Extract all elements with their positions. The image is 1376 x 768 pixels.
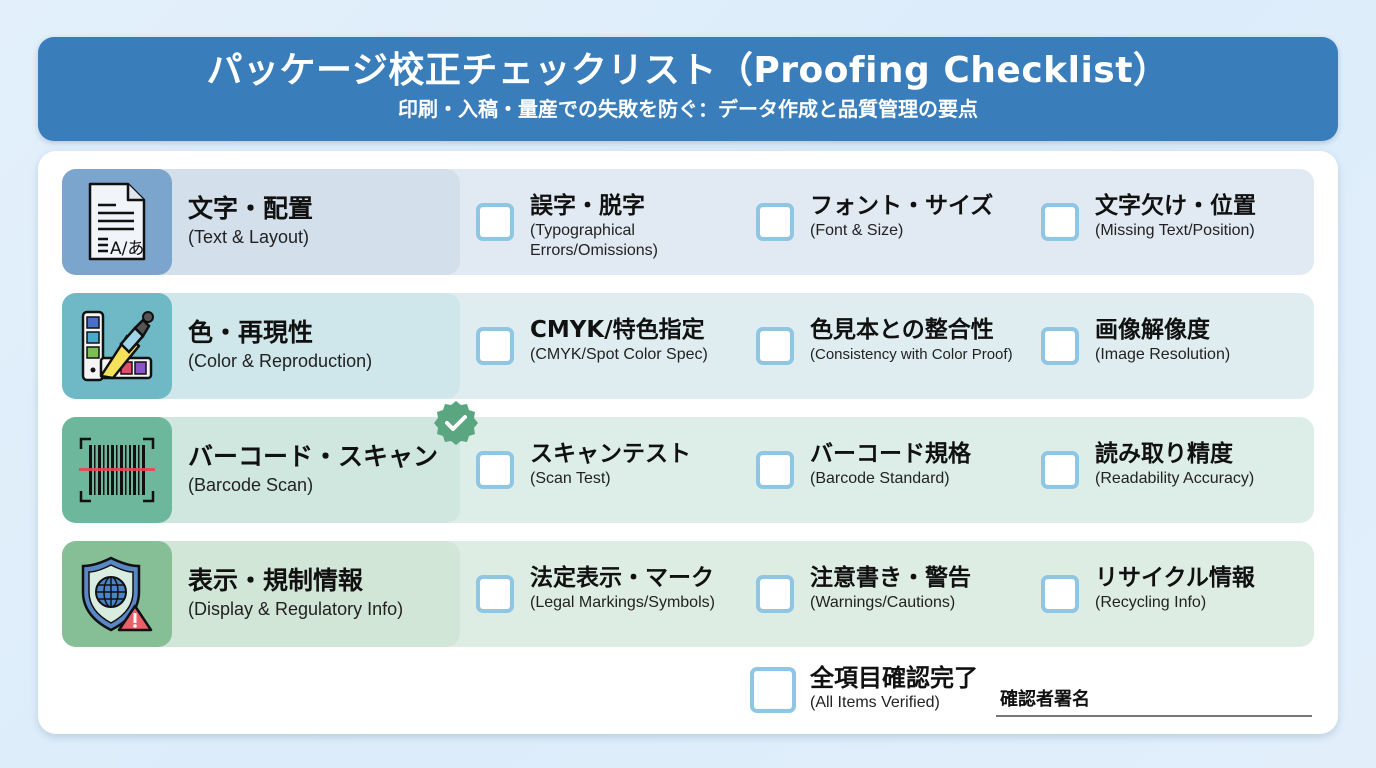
all-verified-checkbox[interactable] [750, 667, 796, 713]
checkbox[interactable] [1041, 327, 1079, 365]
item-label-en: (CMYK/Spot Color Spec) [530, 346, 708, 363]
item-label-jp: 読み取り精度 [1095, 441, 1233, 467]
checkbox[interactable] [756, 451, 794, 489]
row-color: 色・再現性 (Color & Reproduction) CMYK/特色指定 (… [62, 293, 1314, 399]
signature-field[interactable]: 確認者署名 [996, 687, 1312, 717]
row-barcode: バーコード・スキャン (Barcode Scan) スキャンテスト (Scan … [62, 417, 1314, 523]
item-label-en: (Recycling Info) [1095, 594, 1207, 611]
item-label-jp: 法定表示・マーク [530, 565, 714, 591]
color-palette-icon [62, 293, 172, 399]
item-label-jp: CMYK/特色指定 [530, 317, 705, 343]
item-label-en: (Font & Size) [810, 222, 904, 239]
document-text-icon: A/あ [62, 169, 172, 275]
checkbox[interactable] [476, 575, 514, 613]
item-label-jp: 色見本との整合性 [810, 317, 994, 343]
item-label-jp: フォント・サイズ [810, 193, 994, 219]
page-header: パッケージ校正チェックリスト（Proofing Checklist） 印刷・入稿… [38, 37, 1338, 141]
checkbox[interactable] [1041, 451, 1079, 489]
category-title-en: (Color & Reproduction) [188, 351, 373, 371]
checkbox[interactable] [756, 327, 794, 365]
item-label-jp: 誤字・脱字 [530, 193, 645, 219]
page-subtitle: 印刷・入稿・量産での失敗を防ぐ：データ作成と品質管理の要点 [398, 97, 978, 121]
item-label-en: (Typographical [530, 222, 635, 239]
checklist-card: A/あ 文字・配置 (Text & Layout) 誤字・脱字 (Typogra… [38, 151, 1338, 734]
item-label-jp: バーコード規格 [810, 441, 971, 467]
item-label-jp: 注意書き・警告 [810, 565, 971, 591]
signature-label: 確認者署名 [1000, 689, 1090, 710]
row-regulatory: 表示・規制情報 (Display & Regulatory Info) 法定表示… [62, 541, 1314, 647]
final-label-en: (All Items Verified) [810, 694, 940, 711]
category-title-jp: バーコード・スキャン [188, 442, 439, 471]
item-label-en: (Legal Markings/Symbols) [530, 594, 715, 611]
shield-globe-warning-icon [62, 541, 172, 647]
item-label-en: (Warnings/Cautions) [810, 594, 956, 611]
item-label-en-line2: Errors/Omissions) [530, 242, 659, 259]
item-label-en: (Image Resolution) [1095, 346, 1231, 363]
item-label-en: (Barcode Standard) [810, 470, 950, 487]
category-title-jp: 文字・配置 [188, 194, 314, 223]
category-title-en: (Text & Layout) [188, 227, 310, 247]
category-barcode: バーコード・スキャン (Barcode Scan) [62, 417, 460, 523]
category-regulatory: 表示・規制情報 (Display & Regulatory Info) [62, 541, 460, 647]
category-text-layout: A/あ 文字・配置 (Text & Layout) [62, 169, 460, 275]
item-label-en: (Readability Accuracy) [1095, 470, 1255, 487]
svg-text:A/あ: A/あ [110, 239, 144, 259]
verified-badge-icon [432, 399, 480, 447]
item-label-jp: リサイクル情報 [1095, 565, 1255, 591]
checkbox[interactable] [476, 327, 514, 365]
item-label-jp: 文字欠け・位置 [1095, 193, 1256, 219]
category-title-en: (Display & Regulatory Info) [188, 599, 404, 619]
item-label-en: (Consistency with Color Proof) [810, 346, 1013, 363]
category-title-jp: 色・再現性 [188, 318, 314, 347]
category-title-en: (Barcode Scan) [188, 475, 314, 495]
checkbox[interactable] [476, 203, 514, 241]
item-label-en: (Missing Text/Position) [1095, 222, 1255, 239]
item-label-jp: 画像解像度 [1095, 317, 1210, 343]
item-label-jp: スキャンテスト [530, 441, 691, 467]
checkbox[interactable] [756, 203, 794, 241]
checkbox[interactable] [756, 575, 794, 613]
checkbox[interactable] [1041, 575, 1079, 613]
checkbox[interactable] [1041, 203, 1079, 241]
row-text-layout: A/あ 文字・配置 (Text & Layout) 誤字・脱字 (Typogra… [62, 169, 1314, 275]
final-label-jp: 全項目確認完了 [810, 664, 978, 692]
item-label-en: (Scan Test) [530, 470, 611, 487]
barcode-scan-icon [62, 417, 172, 523]
checkbox[interactable] [476, 451, 514, 489]
category-title-jp: 表示・規制情報 [188, 566, 364, 595]
page-title: パッケージ校正チェックリスト（Proofing Checklist） [206, 50, 1170, 91]
category-color: 色・再現性 (Color & Reproduction) [62, 293, 460, 399]
